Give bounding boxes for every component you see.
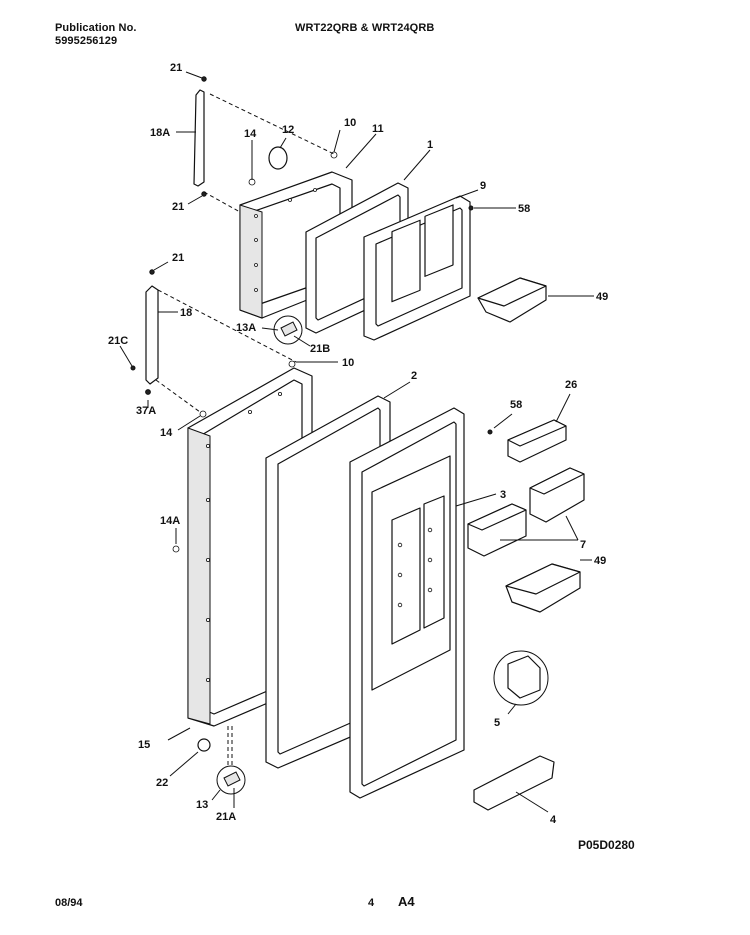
- bushing-10-lower: [288, 360, 296, 368]
- callout-3: 3: [500, 489, 506, 501]
- freezer-bin-49: [477, 277, 547, 323]
- callout-11: 11: [372, 123, 384, 135]
- callout-58: 58: [518, 203, 530, 215]
- upper-hinge-cap-13a: [273, 315, 303, 345]
- callout-14a: 14A: [160, 515, 180, 527]
- model-numbers: WRT22QRB & WRT24QRB: [295, 22, 435, 34]
- callout-49: 49: [596, 291, 608, 303]
- callout-21a: 21A: [216, 811, 236, 823]
- callout-12: 12: [282, 124, 294, 136]
- callout-13a: 13A: [236, 322, 256, 334]
- callout-10: 10: [344, 117, 356, 129]
- lower-door-handle-18: [145, 285, 159, 385]
- door-bin-7-right: [529, 467, 585, 523]
- callout-2: 2: [411, 370, 417, 382]
- callout-21: 21: [170, 62, 182, 74]
- leader-lines: [119, 71, 594, 813]
- callout-14-lower: 14: [160, 427, 173, 439]
- footer-date: 08/94: [55, 897, 83, 909]
- callout-1: 1: [427, 139, 433, 151]
- callout-labels: 21 18A 14 12 10 11 1 9 58 21 21 18 21C 1…: [108, 62, 608, 826]
- door-bin-7-left: [467, 503, 527, 557]
- plug-14a: [172, 545, 180, 553]
- callout-18: 18: [180, 307, 192, 319]
- freezer-door-liner: [363, 195, 471, 341]
- callout-10-lower: 10: [342, 357, 354, 369]
- upper-door-handle-18a: [193, 89, 205, 187]
- fresh-food-door-liner: [349, 407, 465, 799]
- door-shelf-26: [507, 419, 567, 463]
- section-code: A4: [398, 894, 415, 909]
- bushing-22: [197, 738, 211, 752]
- screw-21-lower: [149, 269, 155, 275]
- dairy-door-5: [493, 650, 549, 706]
- screw-21c: [130, 365, 136, 371]
- screw-37a: [145, 389, 151, 395]
- callout-22: 22: [156, 777, 168, 789]
- publication-label: Publication No.: [55, 22, 137, 34]
- screw-21-top: [201, 76, 207, 82]
- callout-49-lower: 49: [594, 555, 606, 567]
- shelf-rail-4: [473, 755, 555, 811]
- callout-4: 4: [550, 814, 557, 826]
- callout-21-mid: 21: [172, 201, 184, 213]
- page-number: 4: [368, 897, 375, 909]
- door-bin-49-lower: [505, 563, 581, 613]
- callout-18a: 18A: [150, 127, 170, 139]
- callout-15: 15: [138, 739, 150, 751]
- callout-13: 13: [196, 799, 208, 811]
- callout-58-lower: 58: [510, 399, 522, 411]
- alignment-lines: [155, 93, 335, 768]
- callout-26: 26: [565, 379, 577, 391]
- callout-5: 5: [494, 717, 500, 729]
- callout-9: 9: [480, 180, 486, 192]
- publication-number: 5995256129: [55, 35, 118, 47]
- figure-code: P05D0280: [578, 838, 635, 852]
- callout-7: 7: [580, 539, 586, 551]
- callout-37a: 37A: [136, 405, 156, 417]
- screw-58-upper: [468, 205, 474, 211]
- callout-21b: 21B: [310, 343, 330, 355]
- plug-14-lower: [199, 410, 207, 418]
- callout-21-lower: 21: [172, 252, 184, 264]
- callout-21c: 21C: [108, 335, 128, 347]
- plug-12: [268, 146, 288, 170]
- lower-hinge-cap-13: [216, 765, 246, 795]
- screw-58-lower: [487, 429, 493, 435]
- callout-14: 14: [244, 128, 257, 140]
